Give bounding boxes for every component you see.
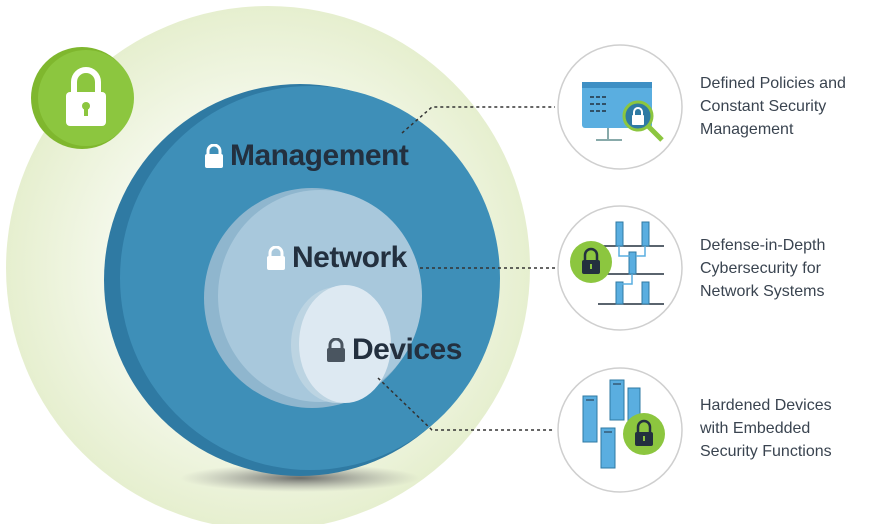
network-description: Defense-in-Depth Cybersecurity for Netwo… — [700, 234, 825, 303]
description-line: Cybersecurity for — [700, 260, 821, 277]
devices-description: Hardened Devices with Embedded Security … — [700, 394, 832, 463]
devices-layer — [291, 285, 391, 403]
lock-badge-icon — [31, 47, 134, 149]
management-label: Management — [204, 139, 409, 173]
description-line: Constant Security — [700, 98, 827, 115]
description-line: Security Functions — [700, 443, 832, 460]
description-line: Hardened Devices — [700, 397, 832, 414]
network-lock-icon — [557, 205, 683, 331]
lock-icon — [327, 338, 345, 362]
drop-shadow — [180, 464, 420, 492]
network-label-text: Network — [292, 241, 407, 274]
description-line: with Embedded — [700, 420, 811, 437]
connector-devices — [377, 377, 555, 431]
devices-label: Devices — [326, 333, 462, 367]
management-label-text: Management — [230, 139, 409, 172]
lock-icon — [205, 144, 223, 168]
monitor-lock-magnifier-icon — [557, 44, 683, 170]
connector-management — [401, 106, 555, 134]
lock-icon — [267, 246, 285, 270]
management-description: Defined Policies and Constant Security M… — [700, 72, 846, 141]
description-line: Defense-in-Depth — [700, 237, 826, 254]
network-label: Network — [266, 241, 407, 275]
connector-lines — [377, 106, 555, 431]
description-line: Network Systems — [700, 283, 825, 300]
devices-label-text: Devices — [352, 333, 462, 366]
description-line: Defined Policies and — [700, 75, 846, 92]
description-line: Management — [700, 121, 794, 138]
devices-lock-icon — [557, 367, 683, 493]
